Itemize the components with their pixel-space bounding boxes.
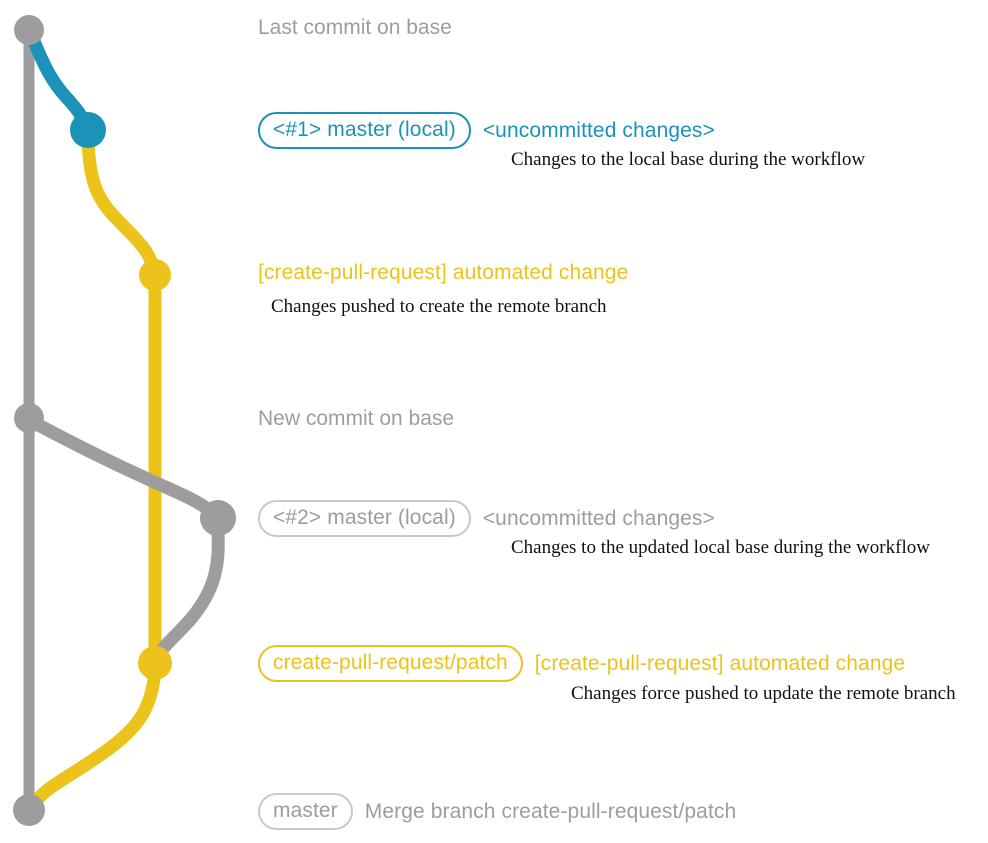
merge-line-yellow	[24, 663, 162, 815]
commit-subject-automated-2: [create-pull-request] automated change	[534, 651, 906, 675]
row-local-commit-1: <#1> master (local) <uncommitted changes…	[258, 112, 715, 150]
commit-node-base-new[interactable]	[14, 403, 44, 433]
branch-pill-local-1[interactable]: <#1> master (local)	[258, 112, 471, 150]
branch-line-yellow-upper	[81, 135, 162, 282]
row-merge-commit: master Merge branch create-pull-request/…	[258, 793, 737, 831]
heading-new-commit-on-base: New commit on base	[258, 407, 455, 430]
commit-node-local-commit-2[interactable]	[200, 500, 236, 536]
branch-pill-create-pull-request-patch[interactable]: create-pull-request/patch	[258, 645, 523, 683]
branch-line-gray-in	[148, 527, 225, 670]
branch-line-gray-out	[24, 414, 225, 525]
commit-node-base-head[interactable]	[14, 15, 44, 45]
commit-subject-local-2: <uncommitted changes>	[482, 506, 715, 530]
commit-node-local-commit-1[interactable]	[70, 112, 106, 148]
commit-note-automated-2: Changes force pushed to update the remot…	[571, 683, 956, 704]
branch-pill-master[interactable]: master	[258, 793, 353, 831]
branch-pill-local-2[interactable]: <#2> master (local)	[258, 500, 471, 538]
commit-node-merge[interactable]	[13, 794, 45, 826]
commit-subject-local-1: <uncommitted changes>	[482, 118, 715, 142]
commit-note-local-2: Changes to the updated local base during…	[511, 537, 930, 558]
commit-node-patch-commit-1[interactable]	[139, 259, 171, 291]
heading-last-commit-on-base: Last commit on base	[258, 16, 452, 39]
commit-note-automated-1: Changes pushed to create the remote bran…	[271, 296, 607, 317]
commit-subject-automated-1: [create-pull-request] automated change	[258, 261, 629, 284]
commit-node-patch-commit-2[interactable]	[138, 646, 172, 680]
commit-note-local-1: Changes to the local base during the wor…	[511, 149, 866, 170]
row-automated-change-2: create-pull-request/patch [create-pull-r…	[258, 645, 906, 683]
commit-subject-merge: Merge branch create-pull-request/patch	[364, 799, 737, 823]
row-local-commit-2: <#2> master (local) <uncommitted changes…	[258, 500, 715, 538]
row-automated-change-1: [create-pull-request] automated change	[258, 261, 629, 284]
